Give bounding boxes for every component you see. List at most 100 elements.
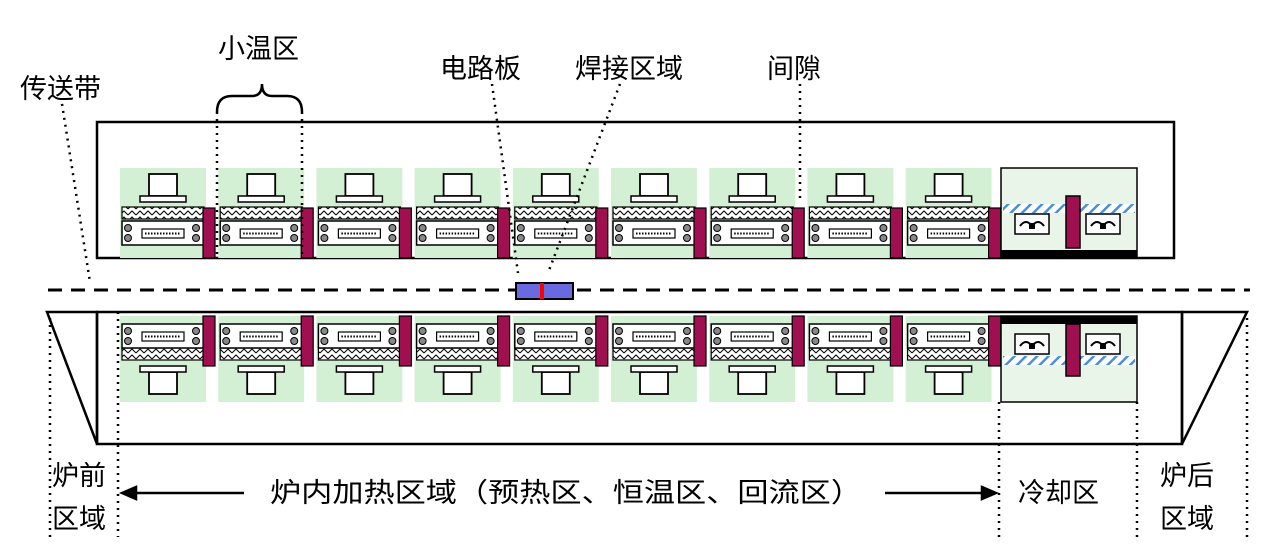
- monitor-base: [335, 365, 384, 373]
- monitor-base: [237, 195, 285, 203]
- label-circuit-board: 电路板: [440, 54, 521, 85]
- front-entry-funnel: [45, 310, 99, 445]
- monitor-screen: [737, 173, 768, 197]
- fan-dot: [713, 337, 722, 345]
- heater-coil: [514, 347, 598, 361]
- heating-zone-span-arrows: [118, 485, 1000, 501]
- gap-bar: [791, 315, 805, 367]
- fan-dot: [811, 327, 820, 335]
- heater-coil: [906, 206, 991, 220]
- monitor-base: [532, 365, 580, 373]
- fan-dot: [879, 337, 888, 345]
- fan-dot: [811, 234, 820, 242]
- heater-coil: [219, 206, 303, 220]
- fan-dot: [683, 224, 691, 232]
- fan-dot: [584, 327, 593, 335]
- monitor-base: [924, 195, 973, 203]
- fan-dot: [222, 234, 231, 242]
- label-gap: 间隙: [767, 54, 821, 85]
- fan-dot: [683, 337, 691, 345]
- heater-coil: [710, 206, 794, 220]
- monitor-base: [335, 195, 384, 203]
- fan-dot: [192, 234, 200, 242]
- cooling-fan-hub: [1029, 223, 1035, 229]
- heater-coil: [808, 206, 893, 220]
- fan-dot: [516, 327, 525, 335]
- cooling-base-plate: [1001, 316, 1137, 324]
- cooling-gap-bar: [1065, 323, 1081, 377]
- monitor-screen: [344, 371, 375, 395]
- fan-dot: [781, 234, 790, 242]
- monitor-screen: [148, 173, 178, 197]
- monitor-screen: [246, 173, 277, 197]
- monitor-screen: [737, 371, 768, 395]
- gap-bar: [497, 315, 511, 367]
- gap-bar: [889, 207, 904, 259]
- heater-coil: [612, 206, 696, 220]
- fan-dot: [418, 337, 427, 345]
- fan-dot: [977, 224, 986, 232]
- cooling-gap-bar: [1065, 195, 1081, 249]
- gap-bar: [497, 207, 511, 259]
- fan-dot: [977, 337, 986, 345]
- fan-dot: [388, 327, 397, 335]
- fan-dot: [516, 337, 525, 345]
- fan-dot: [713, 327, 722, 335]
- gap-bar: [889, 315, 904, 367]
- fan-dot: [320, 337, 329, 345]
- fan-dot: [290, 234, 299, 242]
- circuit-board: [515, 282, 574, 300]
- heater-coil: [317, 206, 401, 220]
- gap-bar: [202, 315, 216, 367]
- monitor-base: [532, 195, 580, 203]
- heater-coil: [121, 347, 205, 361]
- fan-dot: [418, 327, 427, 335]
- heater-coil: [121, 206, 205, 220]
- fan-dot: [781, 327, 790, 335]
- gap-bar: [987, 207, 1002, 259]
- monitor-base: [826, 365, 875, 373]
- heater-box: [612, 323, 696, 349]
- heater-coil: [416, 347, 500, 361]
- label-front-area-line1: 炉前: [52, 461, 106, 492]
- fan-dot: [222, 337, 231, 345]
- fan-dot: [124, 224, 132, 232]
- fan-dot: [781, 224, 790, 232]
- gap-bar: [398, 315, 412, 367]
- fan-dot: [781, 337, 790, 345]
- monitor-base: [728, 195, 776, 203]
- leader-lines: [48, 83, 1249, 537]
- monitor-screen: [442, 173, 473, 197]
- fan-dot: [683, 327, 691, 335]
- gap-bar: [987, 315, 1002, 367]
- monitor-screen: [933, 173, 964, 197]
- monitor-screen: [344, 173, 375, 197]
- monitor-screen: [639, 173, 669, 197]
- fan-dot: [290, 327, 299, 335]
- fan-dot: [192, 327, 200, 335]
- label-front-area-line2: 区域: [52, 504, 106, 535]
- cooling-fan-hub: [1100, 223, 1106, 229]
- monitor-base: [924, 365, 973, 373]
- fan-dot: [713, 224, 722, 232]
- fan-dot: [418, 234, 427, 242]
- fan-dot: [615, 234, 623, 242]
- fan-dot: [713, 234, 722, 242]
- fan-dot: [811, 337, 820, 345]
- monitor-screen: [835, 173, 866, 197]
- heater-coil: [219, 347, 303, 361]
- monitor-base: [630, 365, 678, 373]
- gap-bar: [202, 207, 216, 259]
- gap-bar: [300, 315, 314, 367]
- fan-dot: [124, 327, 132, 335]
- fan-dot: [909, 327, 918, 335]
- label-cooling-zone: 冷却区: [1018, 478, 1099, 509]
- solder-mark: [540, 283, 544, 299]
- fan-dot: [879, 224, 888, 232]
- fan-dot: [516, 234, 525, 242]
- cooling-fan-hub: [1100, 343, 1106, 349]
- monitor-screen: [639, 371, 669, 395]
- fan-dot: [192, 337, 200, 345]
- upper-cooling-zone: [1000, 167, 1138, 259]
